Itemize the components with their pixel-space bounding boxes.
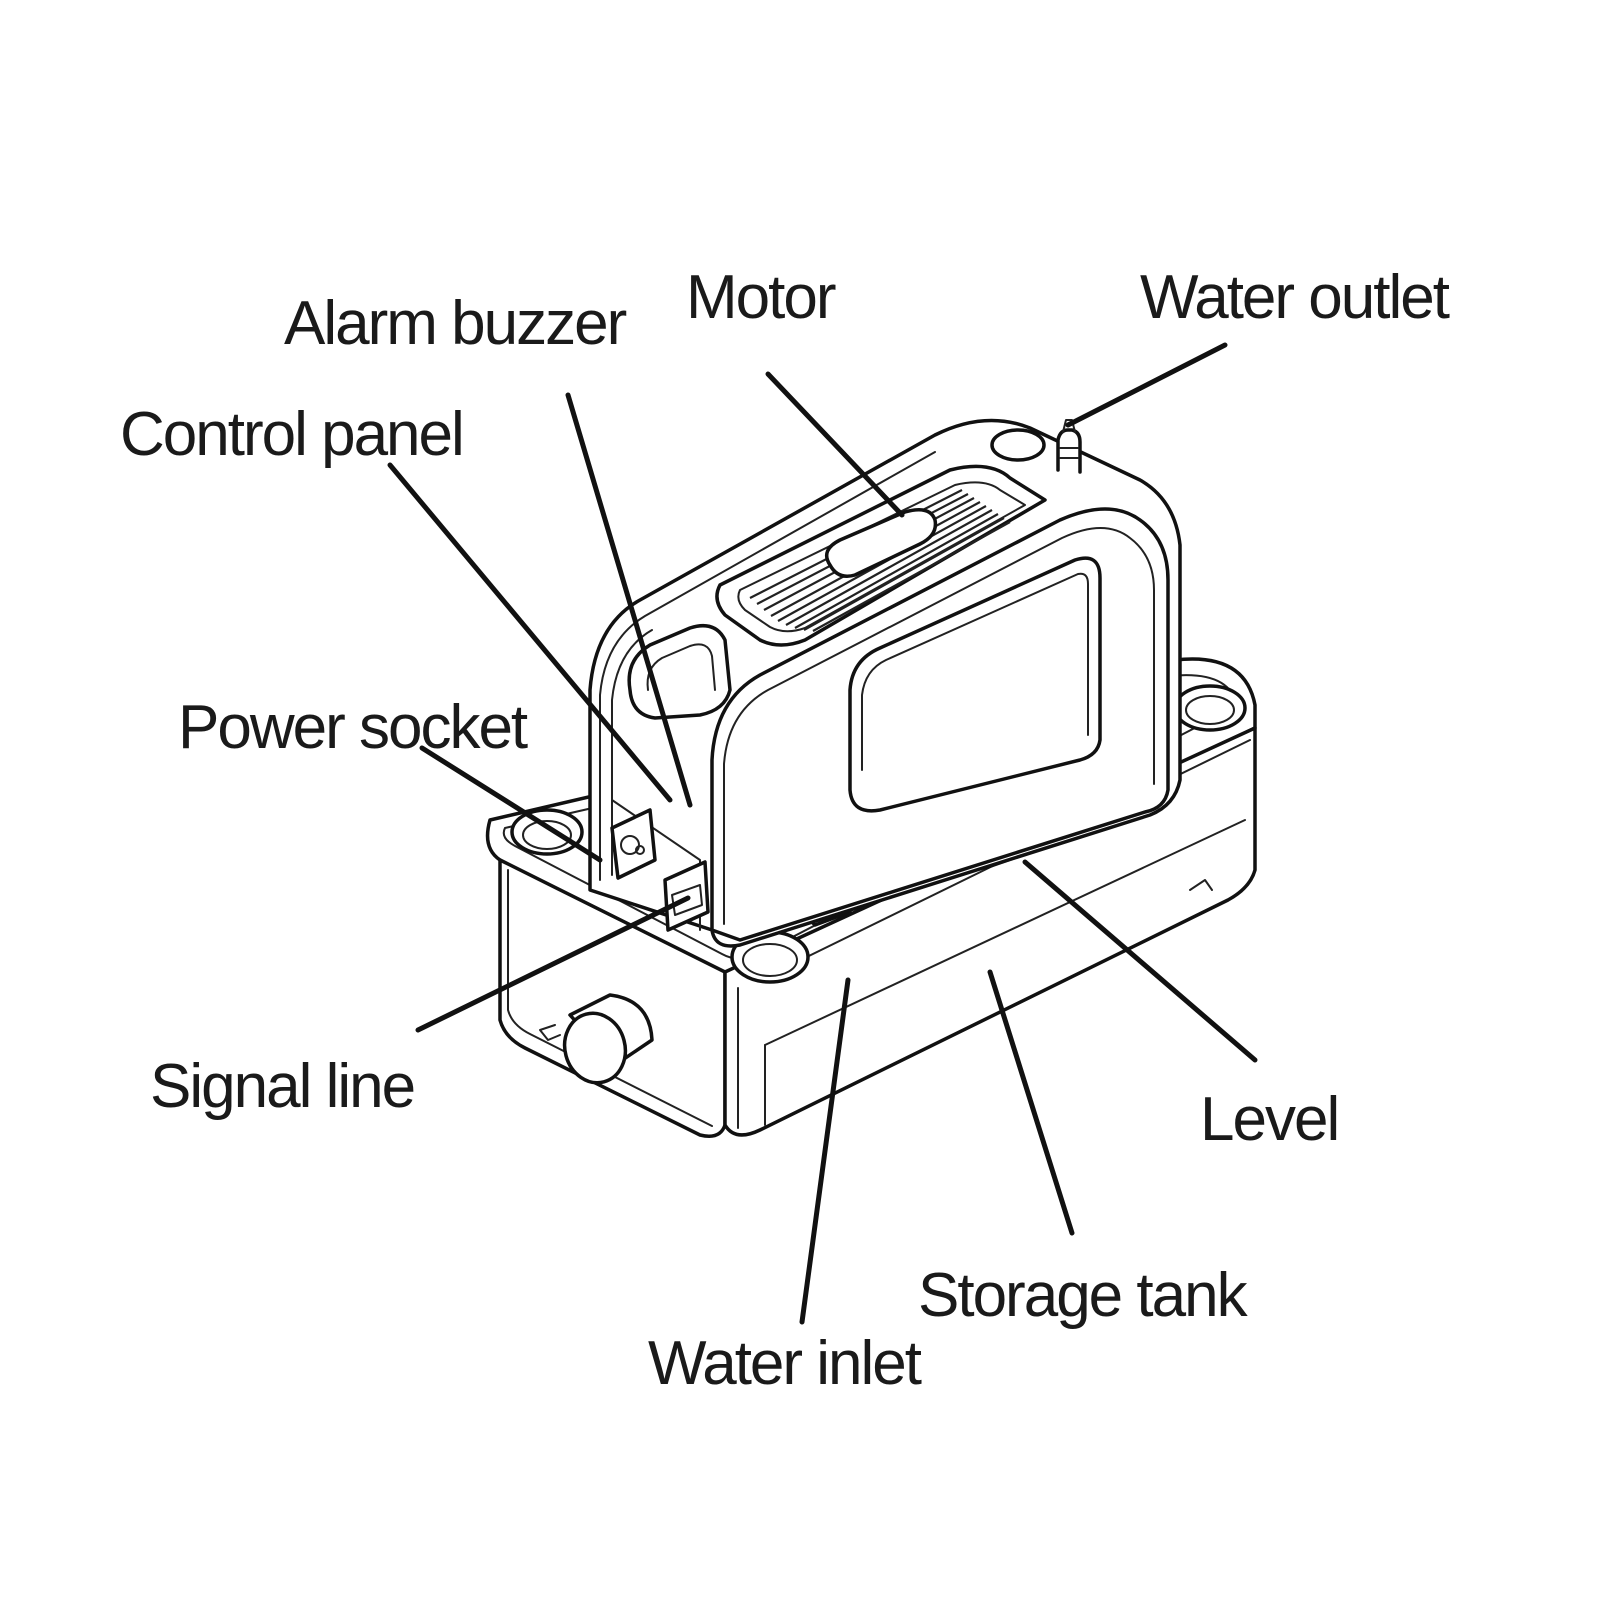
label-alarm-buzzer: Alarm buzzer [284,289,627,358]
motor-housing [588,418,1182,948]
label-level: Level [1200,1085,1338,1154]
power-socket [610,808,657,880]
label-storage-tank: Storage tank [918,1261,1249,1330]
water-outlet-nozzle [990,419,1082,474]
label-signal-line: Signal line [150,1052,414,1121]
leader-power-socket [419,745,603,863]
leader-control-panel [387,462,673,803]
leader-storage-tank [987,969,1075,1236]
leader-level [1022,859,1258,1063]
leader-water-outlet [1065,342,1228,428]
labels: Motor Water outlet Alarm buzzer Control … [120,263,1452,1398]
label-control-panel: Control panel [120,400,463,469]
leader-water-inlet [799,977,851,1325]
label-water-outlet: Water outlet [1140,263,1450,332]
leader-signal-line [415,895,691,1033]
leader-lines [387,342,1258,1325]
leader-motor [765,371,905,518]
label-power-socket: Power socket [178,693,528,762]
leader-alarm-buzzer [565,392,693,808]
label-water-inlet: Water inlet [648,1329,922,1398]
label-motor: Motor [686,263,836,332]
water-inlet-pipe [562,993,654,1085]
pump-illustration [485,418,1257,1138]
motor-grille [715,464,1047,647]
